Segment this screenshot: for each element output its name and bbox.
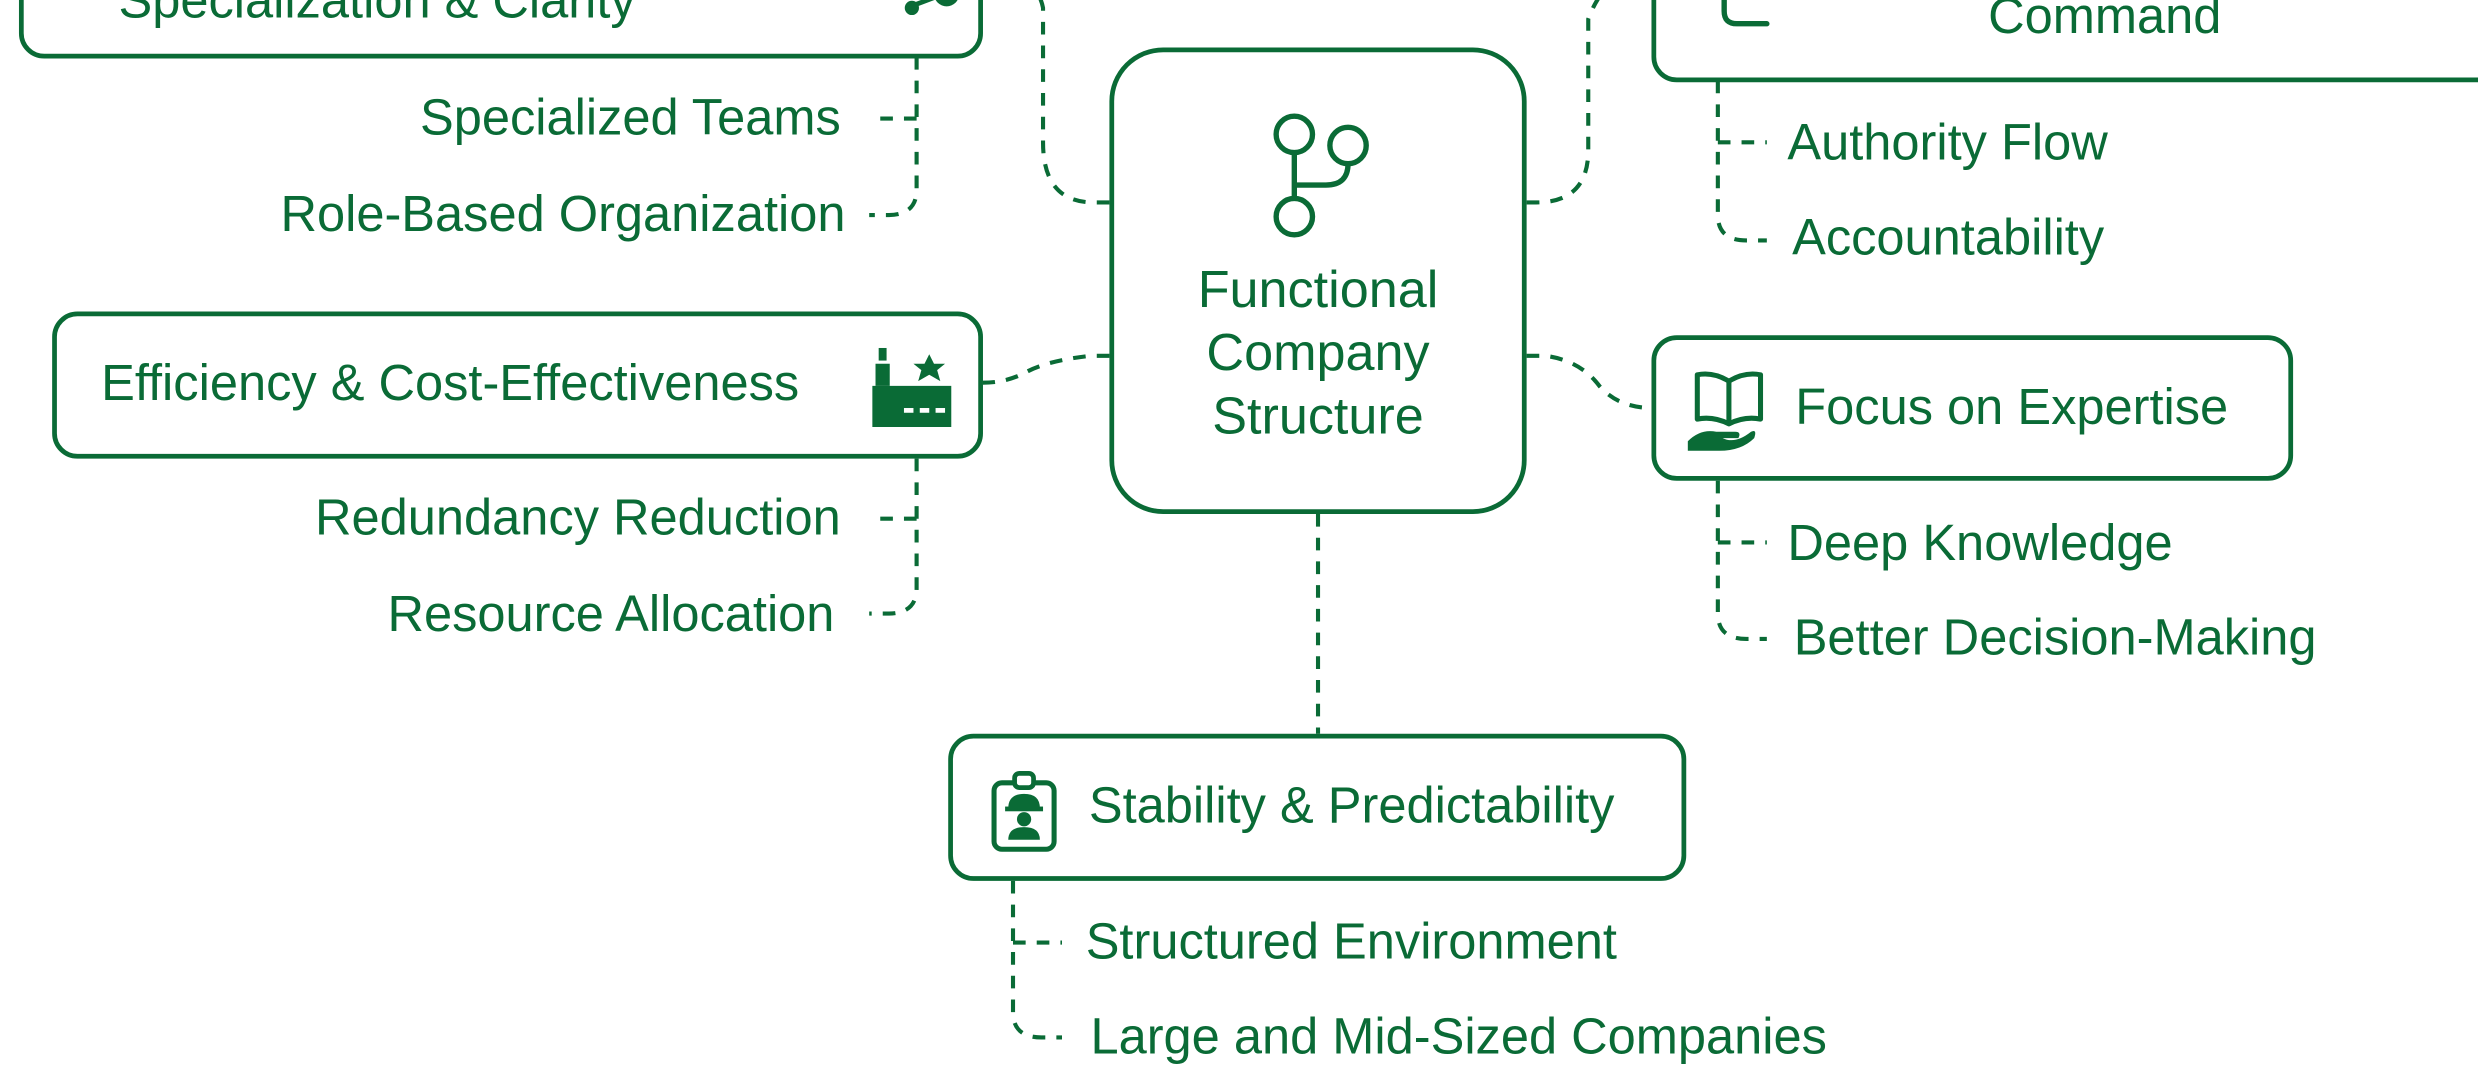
connector-center-expertise (1526, 353, 1654, 411)
network-icon (896, 0, 966, 28)
node-stability[interactable]: Stability & Predictability (948, 733, 1687, 881)
node-specialization[interactable]: Specialization & Clarity (18, 0, 983, 59)
leaf-role-based-organization: Role-Based Organization (280, 185, 846, 242)
node-command[interactable]: Command (1651, 0, 2478, 83)
connector-center-command (1526, 0, 1600, 205)
factory-icon (869, 347, 952, 430)
center-title-line-3: Structure (1212, 385, 1424, 445)
center-title-line-1: Functional (1197, 259, 1439, 318)
leaf-authority-flow: Authority Flow (1787, 113, 2108, 171)
leaf-accountability: Accountability (1792, 208, 2105, 266)
leaf-structured-environment: Structured Environment (1085, 912, 1617, 970)
connector-center-efficiency (982, 353, 1110, 385)
hierarchy-icon (1719, 0, 1773, 30)
node-efficiency[interactable]: Efficiency & Cost-Effectiveness (52, 311, 983, 459)
connector-efficiency-leaves (869, 458, 919, 616)
connector-command-leaves (1715, 80, 1767, 243)
connector-center-specialization (1038, 0, 1110, 205)
connector-expertise-leaves (1715, 480, 1767, 641)
center-node[interactable]: Functional Company Structure (1109, 47, 1527, 514)
leaf-large-mid-sized-companies: Large and Mid-Sized Companies (1090, 1007, 1827, 1065)
node-command-label: Command (1988, 0, 2222, 45)
node-expertise[interactable]: Focus on Expertise (1651, 335, 2294, 481)
leaf-redundancy-reduction: Redundancy Reduction (315, 488, 841, 546)
leaf-resource-allocation: Resource Allocation (387, 585, 835, 643)
badge-worker-icon (991, 770, 1057, 855)
leaf-specialized-teams: Specialized Teams (420, 88, 841, 146)
node-efficiency-label: Efficiency & Cost-Effectiveness (101, 354, 800, 412)
leaf-better-decision-making: Better Decision-Making (1793, 608, 2317, 666)
connector-specialization-leaves (869, 56, 919, 218)
connector-stability-leaves (1010, 880, 1062, 1040)
node-specialization-label: Specialization & Clarity (118, 0, 636, 29)
leaf-deep-knowledge: Deep Knowledge (1787, 513, 2173, 571)
center-title-line-2: Company (1206, 322, 1430, 382)
node-expertise-label: Focus on Expertise (1795, 377, 2229, 435)
book-hand-icon (1685, 368, 1774, 453)
node-stability-label: Stability & Predictability (1088, 776, 1615, 834)
branch-icon (1263, 112, 1377, 242)
